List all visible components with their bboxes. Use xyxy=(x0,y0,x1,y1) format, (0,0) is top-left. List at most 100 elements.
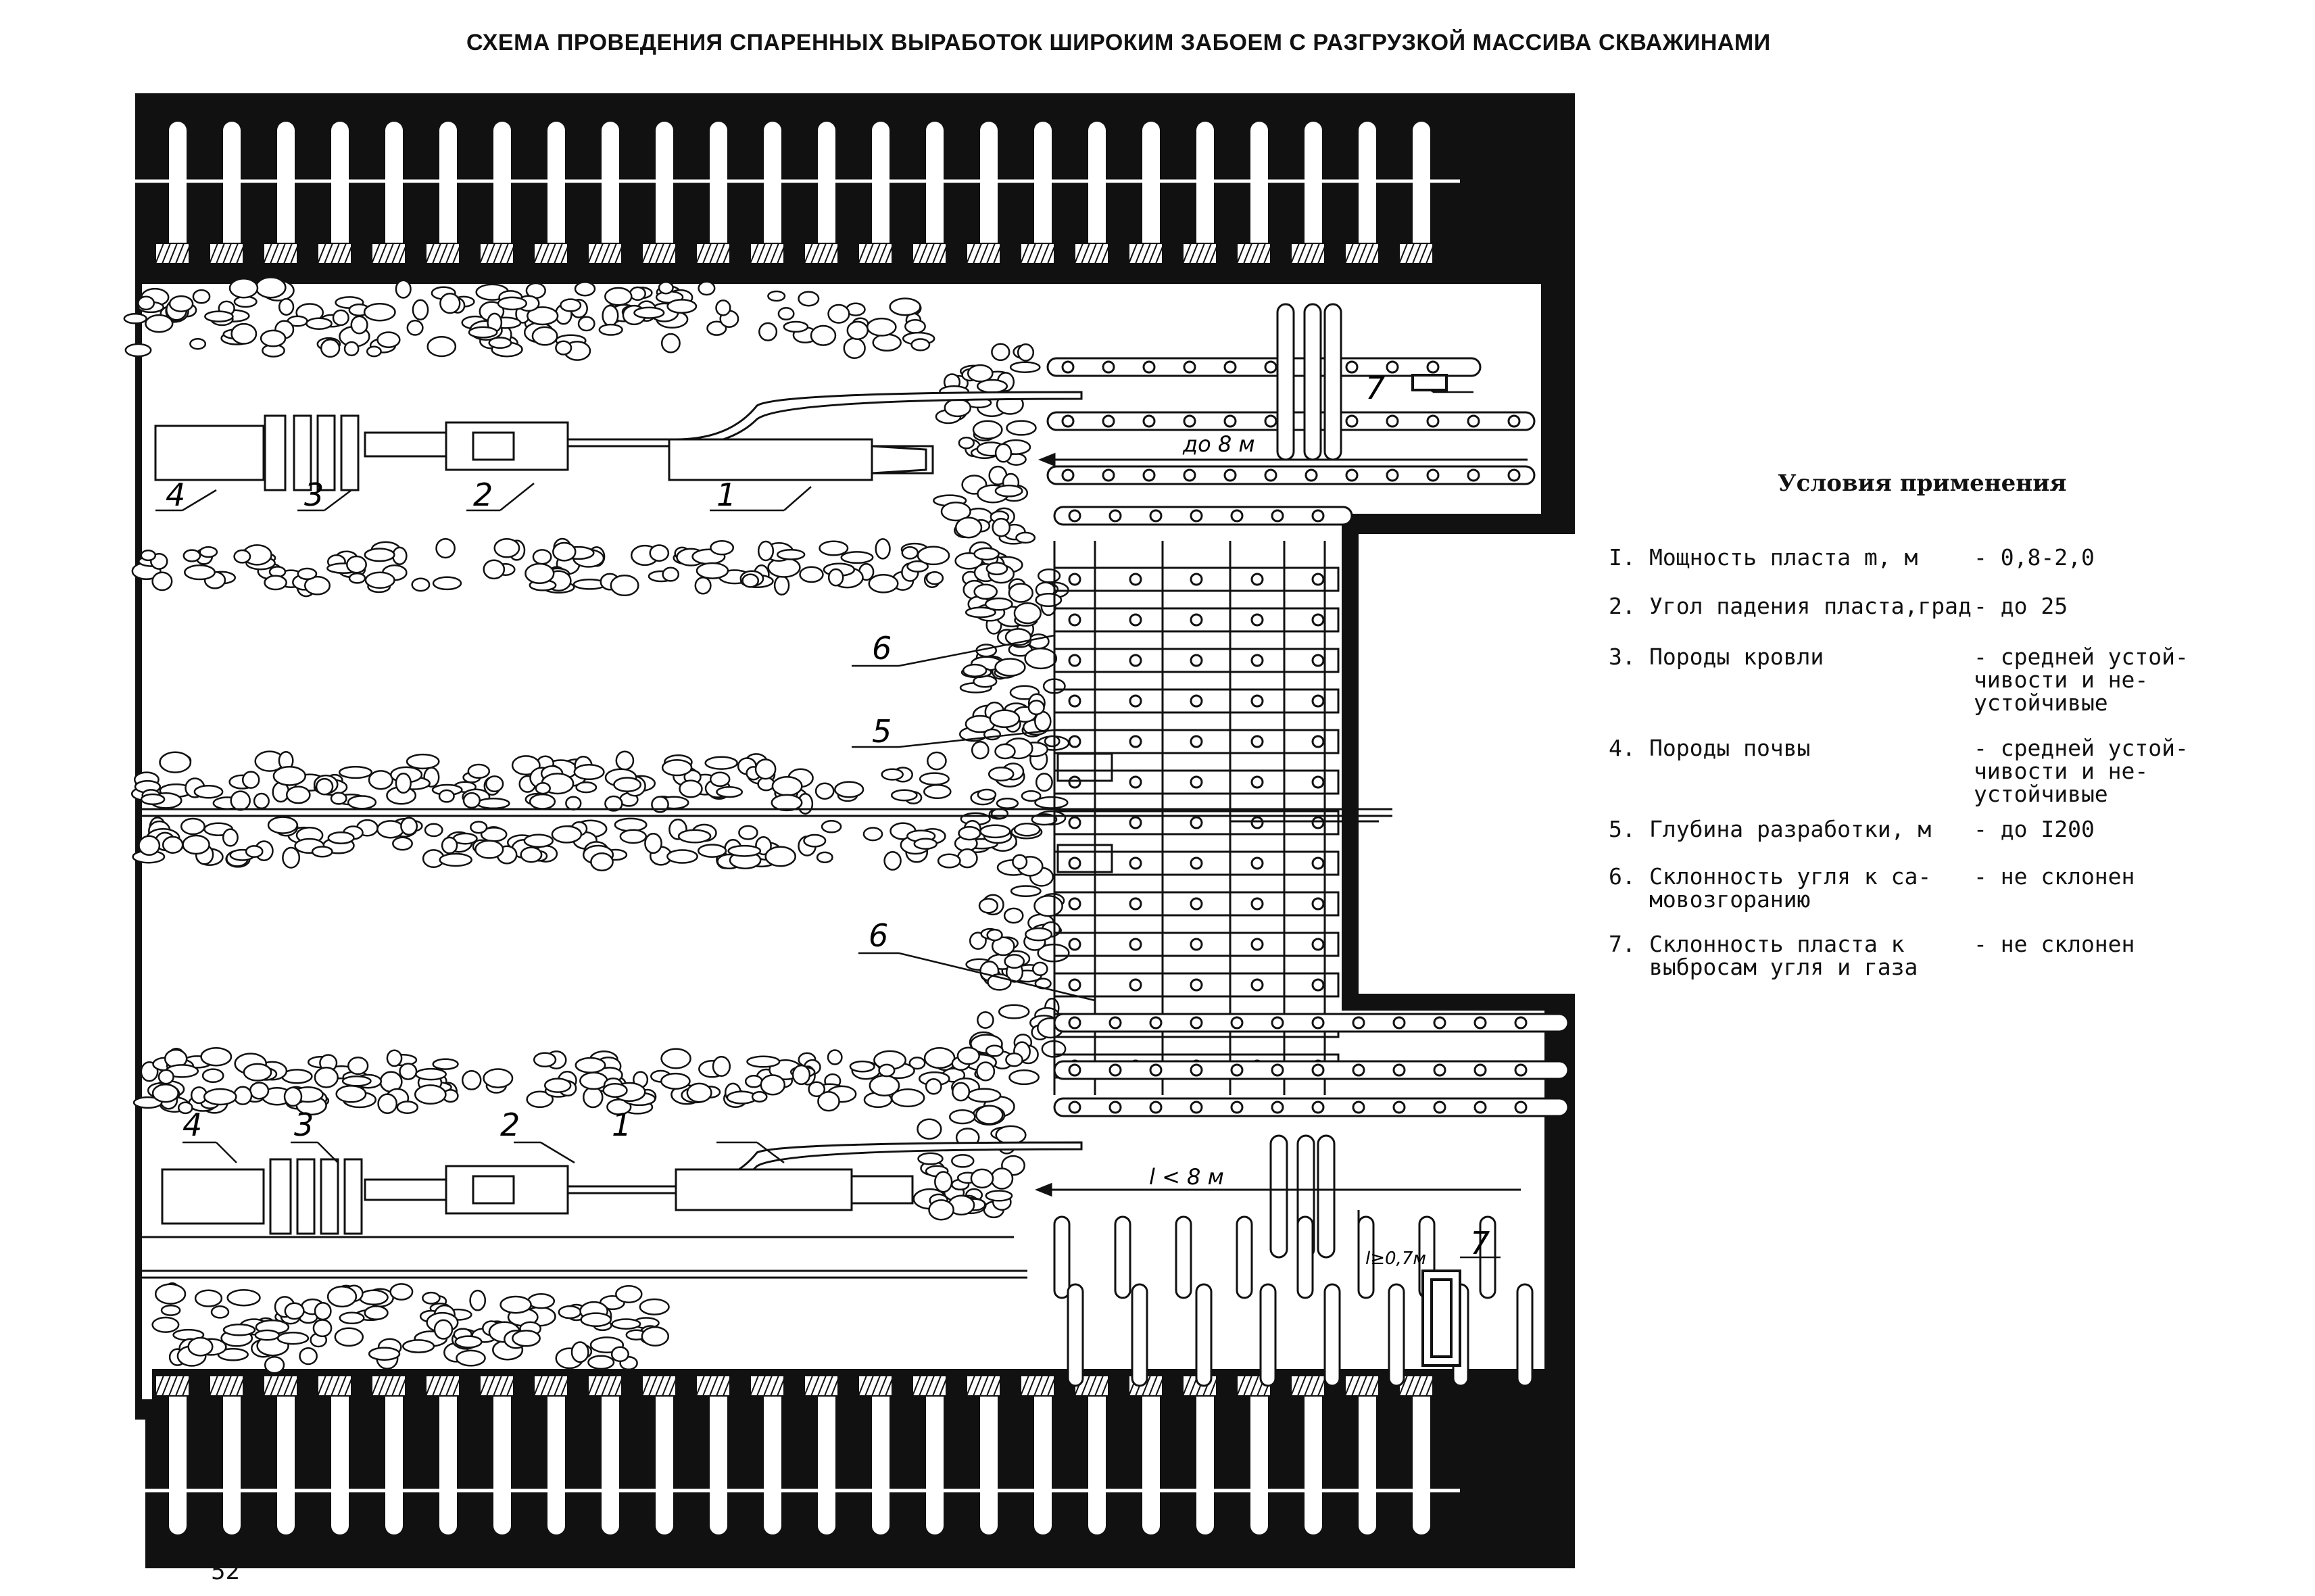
hatch-stroke xyxy=(155,243,164,264)
pebble xyxy=(395,279,412,299)
hatch-stroke xyxy=(540,1375,550,1397)
pebble xyxy=(358,1289,389,1306)
hatch-stroke xyxy=(973,1375,982,1397)
hatch-stroke xyxy=(1344,243,1354,264)
beam-hole xyxy=(1311,1063,1325,1077)
hatch-stroke xyxy=(1182,243,1192,264)
pebble xyxy=(951,1154,975,1168)
beam-hole xyxy=(1230,1063,1244,1077)
hatch-stroke xyxy=(1419,1375,1428,1397)
hatch-stroke xyxy=(270,1375,279,1397)
pebble xyxy=(488,337,512,349)
pebble xyxy=(145,314,174,333)
pebble xyxy=(965,606,996,619)
pebble xyxy=(878,1063,896,1078)
hatch-stroke xyxy=(662,1375,671,1397)
hatch-stroke xyxy=(641,1375,651,1397)
callout-1-bottom: 1 xyxy=(612,1107,631,1143)
hatch-stroke xyxy=(1263,243,1273,264)
pebble xyxy=(610,574,639,597)
support-post xyxy=(1142,122,1160,257)
pebble xyxy=(396,1101,419,1114)
vertical-beam xyxy=(1276,303,1295,461)
pebble xyxy=(712,1056,731,1077)
pebble xyxy=(402,1339,435,1353)
beam-hole xyxy=(1433,1016,1446,1030)
beam-hole xyxy=(1061,360,1075,374)
pebble xyxy=(282,846,301,869)
hatch-stroke xyxy=(979,1375,989,1397)
callout-4-top: 4 xyxy=(166,477,185,513)
hatch-stroke xyxy=(554,243,563,264)
beam-hole xyxy=(1271,1016,1284,1030)
beam-hole xyxy=(1426,360,1440,374)
support-post xyxy=(1034,122,1052,257)
hatch-stroke xyxy=(804,243,813,264)
bolt-hole xyxy=(1129,694,1142,708)
pebble xyxy=(182,834,210,855)
hatch-stroke xyxy=(331,1375,340,1397)
hatch-stroke xyxy=(1128,243,1138,264)
hatch-stroke xyxy=(263,243,272,264)
pebble xyxy=(376,331,401,348)
condition-num: 3. xyxy=(1609,644,1636,670)
pebble xyxy=(598,323,623,336)
hatch-stroke xyxy=(763,243,773,264)
hatch-stroke xyxy=(1202,243,1212,264)
pebble xyxy=(1034,796,1069,809)
support-post xyxy=(385,1379,403,1534)
bolt-hole xyxy=(1068,775,1081,789)
support-post xyxy=(872,122,890,257)
stub-post xyxy=(1114,1215,1131,1299)
beam-hole xyxy=(1311,1101,1325,1114)
pebble xyxy=(574,281,596,297)
pebble xyxy=(162,836,184,854)
support-post xyxy=(1196,1379,1214,1534)
hatch-stroke xyxy=(439,243,448,264)
pebble xyxy=(649,544,670,562)
hatch-stroke xyxy=(1398,243,1408,264)
support-post xyxy=(818,122,835,257)
pebble xyxy=(639,1298,670,1315)
hatch-stroke xyxy=(594,243,604,264)
beam-hole xyxy=(1386,414,1399,428)
pebble xyxy=(925,1078,942,1095)
support-post xyxy=(710,122,727,257)
pebble xyxy=(177,1101,193,1115)
hatch-stroke xyxy=(236,243,245,264)
hatch-stroke xyxy=(1142,1375,1151,1397)
hatch-stroke xyxy=(499,1375,509,1397)
hatch-stroke xyxy=(1412,1375,1421,1397)
face-bar xyxy=(1053,648,1340,673)
pebble xyxy=(996,797,1019,809)
bolt-hole xyxy=(1068,613,1081,627)
bolt-hole xyxy=(1129,856,1142,870)
hatch-stroke xyxy=(919,243,928,264)
hatch-stroke xyxy=(966,243,975,264)
pebble xyxy=(767,290,786,302)
hatch-stroke xyxy=(817,1375,827,1397)
support-beam xyxy=(1053,1097,1569,1117)
hatch-stroke xyxy=(378,243,387,264)
hatch-stroke xyxy=(560,243,570,264)
beam-hole xyxy=(1345,360,1359,374)
pebble xyxy=(366,345,382,358)
condition-label: Породы кровли xyxy=(1649,644,1824,670)
pebble xyxy=(499,1295,532,1314)
pebble xyxy=(604,287,633,306)
condition-label: Угол падения пласта,град xyxy=(1649,593,1972,619)
pebble xyxy=(159,751,192,773)
hatch-stroke xyxy=(1351,1375,1361,1397)
pebble xyxy=(168,295,194,312)
pebble xyxy=(315,777,334,796)
pebble xyxy=(956,848,978,869)
beam-hole xyxy=(1068,1063,1081,1077)
pebble xyxy=(1013,823,1041,837)
condition-num: 5. xyxy=(1609,816,1636,842)
beam-hole xyxy=(1223,468,1237,482)
pebble xyxy=(285,785,311,804)
hatch-stroke xyxy=(216,243,225,264)
pebble xyxy=(523,833,554,848)
bolt-hole xyxy=(1250,775,1264,789)
pebble xyxy=(710,539,735,556)
